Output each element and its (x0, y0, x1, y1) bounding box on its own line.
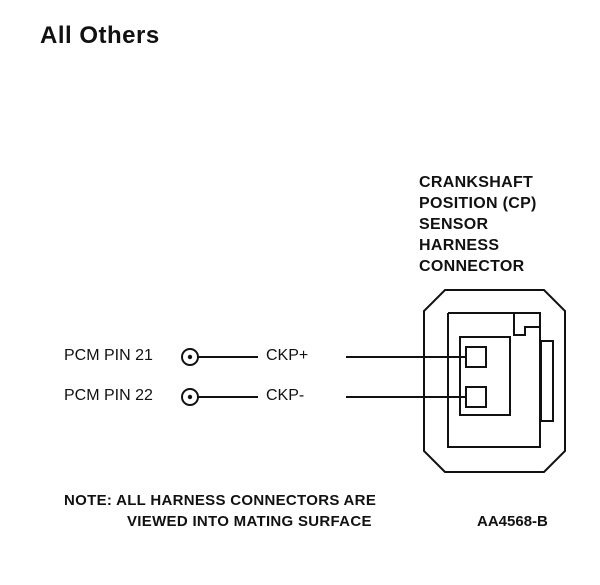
diagram-title: All Others (40, 22, 160, 49)
sensor-label-line: CONNECTOR (419, 258, 525, 275)
connector-cavity-frame (447, 313, 541, 448)
terminal-housing (459, 336, 511, 416)
ckp-minus-label: CKP- (266, 387, 305, 404)
terminal-ckp-minus (465, 386, 487, 408)
connector-cavity (448, 312, 541, 336)
sensor-label-line: CRANKSHAFT (419, 174, 534, 191)
sensor-label-line: SENSOR (419, 216, 489, 233)
connector-latch (540, 340, 554, 422)
pcm-pin-22-label: PCM PIN 22 (64, 387, 153, 404)
sensor-connector-label: CRANKSHAFT POSITION (CP) SENSOR HARNESS … (419, 172, 537, 277)
ckp-plus-label: CKP+ (266, 347, 309, 364)
pin-22-terminal-icon (181, 388, 199, 406)
note-line-2: VIEWED INTO MATING SURFACE (127, 513, 372, 530)
note-line-1: NOTE: ALL HARNESS CONNECTORS ARE (64, 492, 377, 509)
terminal-ckp-plus (465, 346, 487, 368)
reference-code: AA4568-B (477, 513, 548, 530)
pcm-pin-21-label: PCM PIN 21 (64, 347, 153, 364)
sensor-label-line: HARNESS (419, 237, 500, 254)
sensor-label-line: POSITION (CP) (419, 195, 537, 212)
connector-body (423, 289, 566, 473)
pin-21-terminal-icon (181, 348, 199, 366)
